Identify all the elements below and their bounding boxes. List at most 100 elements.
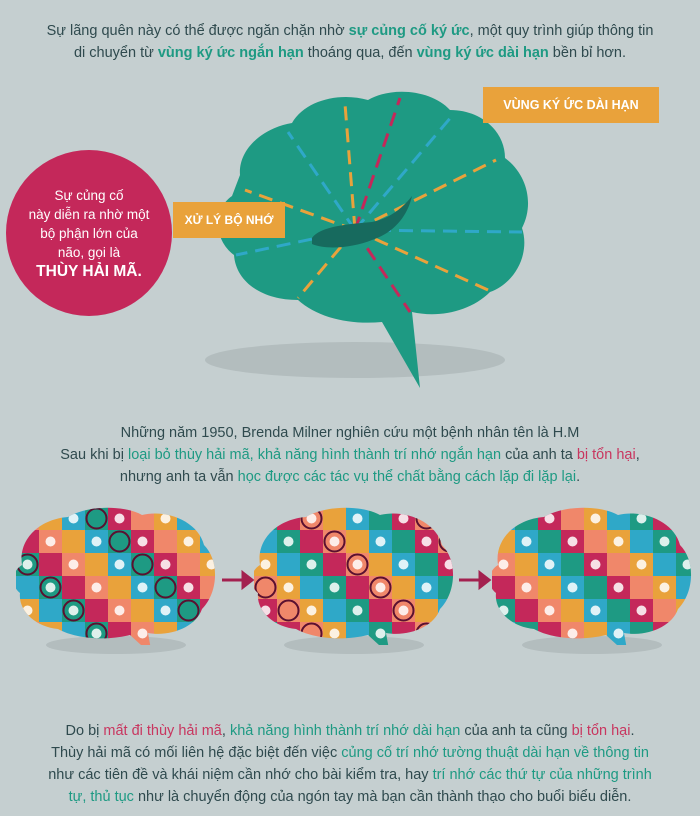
brain-tile-icon (45, 582, 56, 593)
memory-ring (277, 599, 300, 622)
brain-tile-icon (590, 605, 601, 616)
brain-tile (62, 530, 85, 553)
text: nhưng anh ta vẫn (119, 469, 238, 485)
brain-tile (438, 599, 454, 622)
brain-after-removal (254, 507, 454, 654)
brain-tile (254, 507, 277, 530)
brain-tile (438, 530, 454, 553)
brain-tile (277, 507, 300, 530)
brain-tile-icon (375, 628, 386, 639)
study-line-3: nhưng anh ta vẫn học được các tác vụ thể… (0, 466, 700, 488)
brain-tile-icon (444, 513, 454, 524)
brain-shadow (46, 636, 186, 654)
brain-tile (85, 599, 108, 622)
brain-tile-icon (444, 605, 454, 616)
brain-tile (415, 553, 438, 576)
brain-tile (16, 530, 39, 553)
brain-tile (369, 507, 392, 530)
sequence-arrows (222, 569, 492, 591)
brain-tile (561, 507, 584, 530)
brain-tile-icon (421, 582, 432, 593)
brain-tile-icon (398, 559, 409, 570)
brain-shadow (205, 342, 505, 378)
brain-tile-icon (91, 536, 102, 547)
brain-tile-icon (306, 513, 317, 524)
brain-tile-grid (492, 507, 692, 645)
memory-ring (200, 622, 216, 645)
brain-tile (515, 553, 538, 576)
text: thoáng qua, đến (303, 45, 417, 61)
memory-ring (177, 599, 200, 622)
brain-tile (200, 599, 216, 622)
brain-tile (584, 530, 607, 553)
brain-tile-icon (45, 628, 56, 639)
text: Sau khi bị (60, 447, 128, 463)
brain-tile-icon (22, 513, 33, 524)
brain-tile-icon (636, 605, 647, 616)
brain-tile (254, 622, 277, 645)
brain-tile-icon (498, 559, 509, 570)
brain-shape (217, 91, 529, 388)
brain-tile (346, 576, 369, 599)
brain-relearning (492, 507, 692, 654)
brain-tile-icon (613, 582, 624, 593)
brain-tile-icon (114, 605, 125, 616)
brain-tile (85, 553, 108, 576)
label-memory-processing: XỬ LÝ BỘ NHỚ (173, 202, 285, 238)
memory-ring (154, 576, 177, 599)
brain-tile-icon (544, 605, 555, 616)
brain-tile-icon (160, 605, 171, 616)
highlight-damaged: bị tổn hại (571, 723, 631, 739)
brain-tile (538, 530, 561, 553)
memory-ring (346, 553, 369, 576)
brain-tile (607, 599, 630, 622)
brain-shadow (284, 636, 424, 654)
highlight-long-term: vùng ký ức dài hạn (416, 45, 549, 61)
memory-ring (392, 599, 415, 622)
brain-tile-icon (91, 582, 102, 593)
brain-tile-icon (636, 513, 647, 524)
brain-tile (62, 576, 85, 599)
brain-tile (277, 599, 300, 622)
label-long-term-memory: VÙNG KÝ ỨC DÀI HẠN (483, 87, 659, 123)
text: , một quy trình giúp thông tin (469, 23, 654, 39)
brain-tile-icon (22, 559, 33, 570)
hippocampus-callout-circle: Sự củng cố này diễn ra nhờ một bộ phận l… (6, 150, 172, 316)
outro-line-2: Thùy hải mã có mối liên hệ đặc biệt đến … (0, 742, 700, 764)
brain-tile (39, 553, 62, 576)
brain-tile-icon (682, 513, 692, 524)
brain-tile-icon (659, 582, 670, 593)
brain-tile (538, 576, 561, 599)
brain-sequence (16, 507, 692, 654)
brain-tile (200, 507, 216, 530)
brain-tile-icon (636, 559, 647, 570)
memory-ring (369, 576, 392, 599)
brain-tile (300, 576, 323, 599)
brain-tile-icon (183, 536, 194, 547)
big-brain-illustration (205, 91, 529, 388)
brain-tile (369, 599, 392, 622)
brain-tile (131, 599, 154, 622)
brain-tile-icon (306, 605, 317, 616)
brain-tile-icon (444, 559, 454, 570)
brain-tile (39, 599, 62, 622)
brain-tile (515, 507, 538, 530)
brain-tile (438, 576, 454, 599)
memory-ring (438, 530, 454, 553)
text: não, gọi là (57, 244, 121, 260)
highlight-long-term-ability: khả năng hình thành trí nhớ dài hạn (229, 723, 461, 739)
brain-tile (177, 553, 200, 576)
brain-tile (154, 576, 177, 599)
brain-tile (492, 622, 515, 645)
brain-tile (676, 530, 692, 553)
brain-tile (254, 576, 277, 599)
memory-ring (62, 599, 85, 622)
brain-tile (492, 576, 515, 599)
brain-tile (39, 507, 62, 530)
memory-ring (39, 576, 62, 599)
brain-tile (200, 576, 216, 599)
brain-tile-icon (421, 536, 432, 547)
memory-ring (200, 507, 216, 530)
brain-tile (108, 530, 131, 553)
memory-ring (323, 530, 346, 553)
